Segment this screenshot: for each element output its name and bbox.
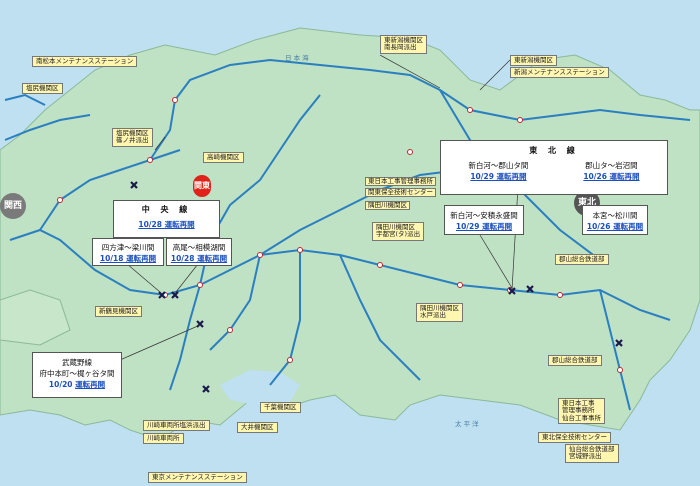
japan-sea-label: 日 本 海 [285, 54, 309, 62]
facility-kawasaki-shiohama: 川崎車両所塩浜派出 [143, 420, 210, 432]
facility-higashi-nihon-koji: 東日本工事管理事務所 [365, 177, 436, 187]
callout-takao-sagamiko: 高尾～相模湖間 10/28 運転再開 [166, 238, 232, 266]
facility-shiojiri: 塩尻機関区 [22, 83, 63, 95]
callout-tohoku-line: 東 北 線 新白河～郡山タ間 10/29 運転再開 郡山タ～岩沼間 10/26 … [440, 140, 668, 195]
facility-sumidagawa-utsunomiya: 隅田川機関区 宇都宮(タ)派出 [372, 222, 425, 241]
facility-higashi-nihon-sendai: 東日本工事 管理事務所 仙台工事事所 [558, 398, 605, 425]
facility-sendai-sogo: 仙台総合鉄道部 宮城野派出 [565, 444, 619, 463]
facility-tokyo-ms: 東京メンテナンスステーション [148, 472, 247, 484]
facility-takasaki: 高崎機関区 [203, 152, 244, 164]
facility-koriyama-sogo-2: 郡山総合鉄道部 [548, 355, 602, 367]
callout-shikata-yanagawa: 四方津～梁川間 10/18 運転再開 [92, 238, 164, 266]
facility-tohoku-hozen: 東北保全技術センター [538, 432, 611, 444]
facility-shin-tsurumi: 新鶴見機関区 [95, 306, 142, 318]
facility-kawasaki: 川崎車両所 [143, 433, 184, 445]
land-southwest [0, 289, 71, 346]
callout-musashino-line: 武蔵野線 府中本町～梶ヶ谷タ間 10/20 運転再開 [32, 352, 122, 398]
tokyo-bay [220, 370, 300, 405]
facility-sumidagawa-mito: 隅田川機関区 水戸派出 [416, 303, 463, 322]
disruption-marks [130, 181, 623, 393]
facility-shiojiri-inoi: 塩尻機関区 篠ノ井派出 [112, 128, 153, 147]
facility-minami-matsumoto: 南松本メンテナンスステーション [32, 56, 138, 68]
facility-kanto-hozen: 関東保全技術センター [365, 188, 436, 198]
facility-sumidagawa: 隅田川機関区 [365, 201, 410, 211]
region-kansai: 関西 [0, 193, 26, 219]
callout-shinshirakawa-asaka: 新白河～安積永盛間 10/29 運転再開 [444, 205, 524, 235]
facility-oi: 大井機関区 [237, 422, 278, 434]
pacific-label: 太 平 洋 [455, 420, 479, 428]
facility-higashi-niigata: 東新潟機関区 [510, 55, 557, 67]
callout-chuo-line: 中 央 線 10/28 運転再開 [113, 200, 220, 238]
facility-higashi-niigata-nagaoka: 東新潟機関区 南長岡派出 [380, 35, 427, 54]
facility-niigata-ms: 新潟メンテナンスステーション [510, 67, 609, 79]
facility-koriyama-sogo-1: 郡山総合鉄道部 [555, 254, 609, 266]
callout-motomiya-matsukawa: 本宮～松川間 10/26 運転再開 [582, 205, 648, 235]
region-kanto: 関東 [193, 175, 211, 197]
facility-chiba: 千葉機関区 [260, 402, 301, 414]
